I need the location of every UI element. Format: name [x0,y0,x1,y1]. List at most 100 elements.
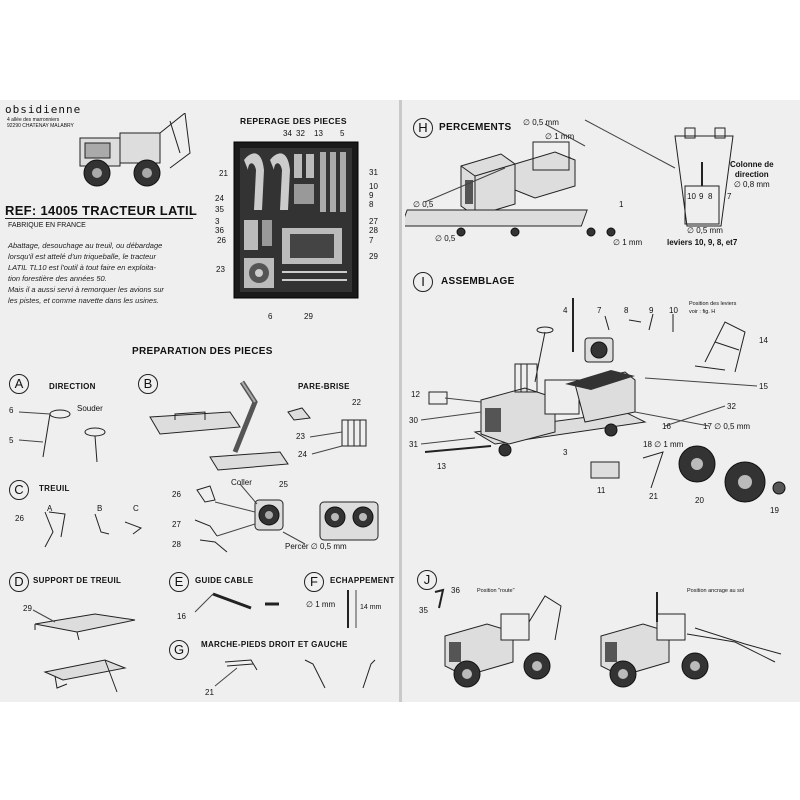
exhaust-diagram [347,590,357,628]
leviers-label: leviers 10, 9, 8, et7 [667,238,738,247]
section-letter: I [413,272,433,292]
diameter-symbol: ∅ [523,118,530,127]
section-h-percements: H PERCEMENTS ∅ 0,5 mm ∅ 1 mm 2 1 ∅ 0,5 ∅… [405,106,797,256]
brand-name: obsidienne [5,103,82,116]
brand-address-2: 92290 CHATENAY MALABRY [7,123,74,129]
dimension-value: 1 mm [622,238,643,247]
part-number: 32 [727,402,736,411]
colonne-dimension: 0,8 mm [743,180,770,189]
position-ancrage-label: Position ancrage au sol [687,588,745,594]
dimension-value: 1 mm [663,440,684,449]
part-number: 16 [662,422,671,431]
section-title: SUPPORT DE TREUIL [33,576,122,585]
winch-support-diagram [32,609,136,693]
part-number: 26 [172,490,181,499]
dimension-label: 18 ∅ 1 mm [643,440,683,449]
section-title: PARE-BRISE [298,382,350,391]
section-j-final: J 36 35 Position "route" Position ancrag… [405,562,797,700]
cable-guide-diagram [194,592,279,613]
section-title: PERCEMENTS [439,122,512,133]
part-number: 10 [669,306,678,315]
note-line: Position des leviers [689,301,737,307]
diameter-symbol: ∅ [687,226,694,235]
section-title: ASSEMBLAGE [441,276,515,287]
ref-title: REF: 14005 TRACTEUR LATIL [5,203,198,218]
dimension-value: 0,5 mm [723,422,751,431]
part-number: 5 [9,436,14,445]
part-number: 29 [369,252,378,261]
dimension-value: 0,5 mm [532,118,559,127]
label-percer: Percer ∅ 0,5 mm [285,542,347,551]
part-number: 1 [619,200,624,209]
photo-etch-fret [233,141,359,299]
part-number: 9 [369,191,374,200]
part-number: 3 [215,217,220,226]
label-souder: Souder [77,404,103,413]
section-letter: A [9,374,29,394]
lever-number: 10 [687,192,696,201]
title-rule [5,218,193,219]
colonne-line: ∅ 0,8 mm [733,180,770,189]
section-e-guide-cable: E GUIDE CABLE 16 [165,568,300,630]
part-number: 14 [759,336,768,345]
section-g-marche-pieds: G MARCHE-PIEDS DROIT ET GAUCHE 21 [165,630,397,700]
assembly-diagram [420,298,786,503]
description-line: LATIL TL10 est l'outil à tout faire en e… [8,263,156,272]
position-route-label: Position "route" [477,588,515,594]
dimension-value: 0,5 [422,200,434,209]
part-number: 28 [172,540,181,549]
colonne-line: Colonne de [730,160,774,169]
preparation-title: PREPARATION DES PIECES [132,346,273,357]
part-number: 13 [437,462,446,471]
lever-position-note: Position des leviers voir : fig. H [689,300,736,316]
part-number: 17 [703,422,712,431]
colonne-line: direction [734,170,769,179]
description-line: Abattage, desouchage au treuil, ou débar… [8,241,163,250]
part-number: 30 [409,416,418,425]
part-number: 25 [279,480,288,489]
dimension-label: ∅ 0,5 [413,200,433,209]
part-number: 5 [340,129,345,138]
windscreen-diagram [149,380,367,471]
section-letter: D [9,572,29,592]
part-number: 26 [217,236,226,245]
description-line: tion forestière des années 50. [8,274,107,283]
section-title: DIRECTION [49,382,96,391]
part-number: 3 [563,448,568,457]
section-letter: F [304,572,324,592]
section-letter: J [417,570,437,590]
part-number: 27 [172,520,181,529]
part-number: 36 [215,226,224,235]
part-number: 22 [352,398,361,407]
dimension-label: 17 ∅ 0,5 mm [703,422,750,431]
part-number: 12 [411,390,420,399]
part-number: 29 [23,604,32,613]
part-number: 24 [215,194,224,203]
diameter-symbol: ∅ [310,542,318,551]
part-number: 11 [597,486,606,495]
part-number: 8 [369,200,374,209]
section-title: TREUIL [39,484,70,493]
part-number: 9 [649,306,654,315]
part-number: 34 [283,129,292,138]
diameter-symbol: ∅ [545,132,552,141]
part-number: 21 [649,492,658,501]
fold-divider [399,100,402,702]
dimension-label: ∅ 1 mm [545,132,574,141]
part-number: 36 [451,586,460,595]
part-number: 21 [205,688,214,697]
part-number: 31 [369,168,378,177]
part-number: 19 [770,506,779,515]
section-letter: E [169,572,189,592]
label-coller: Coller [231,478,252,487]
part-number: 21 [219,169,228,178]
section-b-pare-brise: B PARE-BRISE 22 23 24 [130,362,395,472]
brand-block: obsidienne 4 allée des marronniers 92290… [5,103,195,193]
description-line: les pistes, et comme navette dans les us… [8,296,159,305]
winch-diagram [44,483,379,553]
part-number: 31 [409,440,418,449]
part-number: 16 [177,612,186,621]
diameter-symbol: ∅ [306,600,313,609]
diameter-symbol: ∅ [413,200,420,209]
section-letter: H [413,118,433,138]
